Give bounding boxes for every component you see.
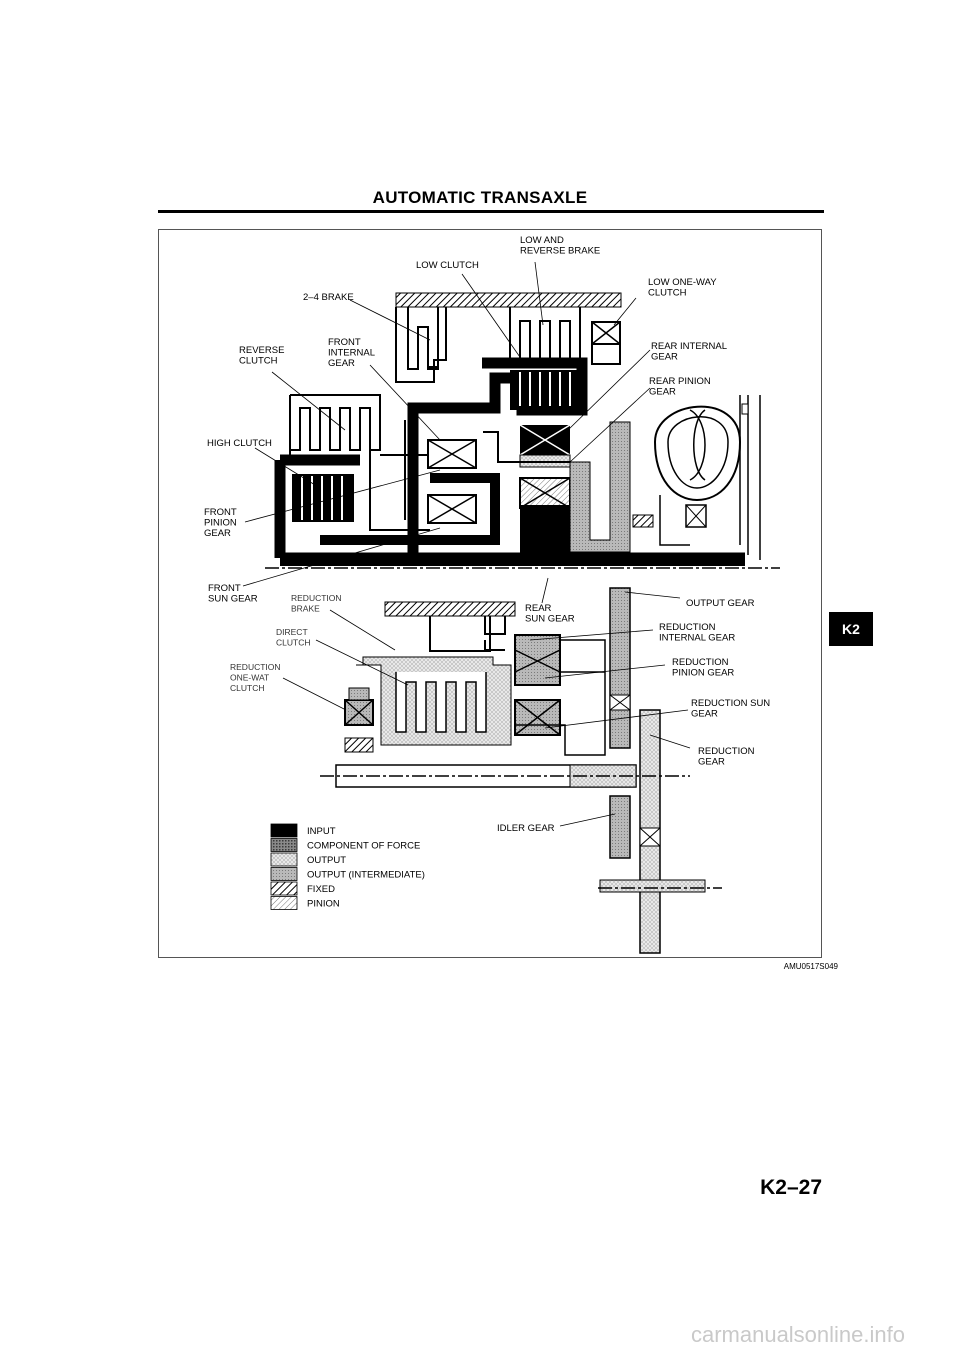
label-line: LOW AND: [520, 235, 564, 246]
output-intermediate-carrier: [569, 421, 631, 553]
label-line: 2–4 BRAKE: [303, 292, 354, 303]
label-line: PINION GEAR: [672, 668, 734, 679]
legend-swatch-pinion: [270, 896, 298, 910]
label-high-clutch: HIGH CLUTCH: [207, 438, 272, 449]
torque-converter: [632, 395, 761, 560]
label-line: REAR INTERNAL: [651, 341, 727, 352]
label-line: LOW ONE-WAY: [648, 277, 717, 288]
legend-label-pinion: PINION: [307, 899, 340, 910]
page-number: K2–27: [760, 1176, 822, 1199]
label-line: REVERSE BRAKE: [520, 246, 600, 257]
reduction-internal-gear: [514, 634, 561, 686]
idler-gear: [609, 795, 631, 859]
section-tab-k2[interactable]: K2: [829, 612, 873, 646]
label-line: GEAR: [691, 709, 718, 720]
high-clutch-input: [274, 454, 745, 564]
label-line: REDUCTION: [659, 622, 716, 633]
legend-label-intermediate: OUTPUT (INTERMEDIATE): [307, 870, 425, 881]
legend: INPUT COMPONENT OF FORCE OUTPUT OUTPUT (INT…: [270, 823, 425, 910]
watermark: carmanualsonline.info: [690, 1322, 905, 1347]
rear-sun-input: [520, 505, 570, 560]
reduction-brake: [429, 616, 506, 652]
label-low-clutch: LOW CLUTCH: [416, 260, 479, 271]
figure-frame: [158, 229, 822, 958]
case-top: [395, 292, 622, 308]
label-line: GEAR: [649, 387, 676, 398]
figure-id: AMU0517S049: [783, 962, 838, 971]
reduction-case: [384, 601, 516, 617]
direct-clutch: [356, 656, 512, 746]
two-four-brake-drum: [395, 307, 447, 383]
label-line: ONE-WAT: [230, 673, 269, 683]
label-line: IDLER GEAR: [497, 823, 555, 834]
label-line: REDUCTION: [291, 593, 342, 603]
label-line: GEAR: [328, 358, 355, 369]
label-line: LOW CLUTCH: [416, 260, 479, 271]
label-line: CLUTCH: [230, 683, 264, 693]
label-line: REDUCTION: [672, 657, 729, 668]
label-line: HIGH CLUTCH: [207, 438, 272, 449]
low-reverse-brake: [509, 307, 581, 364]
label-line: OUTPUT GEAR: [686, 598, 755, 609]
label-output-gear: OUTPUT GEAR: [686, 598, 755, 609]
label-line: SUN GEAR: [208, 594, 258, 605]
legend-label-output: OUTPUT: [307, 855, 346, 866]
label-line: SUN GEAR: [525, 614, 575, 625]
label-line: REDUCTION: [230, 662, 281, 672]
label-line: CLUTCH: [239, 356, 278, 367]
header-divider: [158, 210, 824, 213]
label-line: GEAR: [698, 757, 725, 768]
label-line: FRONT: [208, 583, 241, 594]
label-line: CLUTCH: [648, 288, 687, 299]
label-line: REDUCTION SUN: [691, 698, 770, 709]
legend-swatch-force: [270, 838, 298, 852]
label-line: REAR PINION: [649, 376, 711, 387]
legend-swatch-output: [270, 852, 298, 867]
leader-lines: [242, 261, 691, 827]
label-line: CLUTCH: [276, 638, 310, 648]
legend-swatch-input: [270, 823, 298, 838]
page-header-title: AUTOMATIC TRANSAXLE: [372, 188, 588, 207]
label-line: BRAKE: [291, 604, 320, 614]
label-line: INTERNAL GEAR: [659, 633, 735, 644]
label-line: FRONT: [204, 507, 237, 518]
label-line: GEAR: [204, 528, 231, 539]
label-line: GEAR: [651, 352, 678, 363]
label-line: DIRECT: [276, 627, 308, 637]
output-gear: [609, 587, 631, 749]
label-line: REDUCTION: [698, 746, 755, 757]
label-line: INTERNAL: [328, 348, 375, 359]
label-line: PINION: [204, 518, 237, 529]
legend-swatch-fixed: [270, 881, 298, 896]
legend-label-force: COMPONENT OF FORCE: [307, 841, 420, 852]
legend-label-input: INPUT: [307, 826, 336, 837]
label-line: REVERSE: [239, 345, 284, 356]
label-idler-gear: IDLER GEAR: [497, 823, 555, 834]
legend-label-fixed: FIXED: [307, 884, 335, 895]
legend-swatch-intermediate: [270, 867, 298, 881]
label-line: REAR: [525, 603, 552, 614]
label-line: FRONT: [328, 337, 361, 348]
label-two-four-brake: 2–4 BRAKE: [303, 292, 354, 303]
